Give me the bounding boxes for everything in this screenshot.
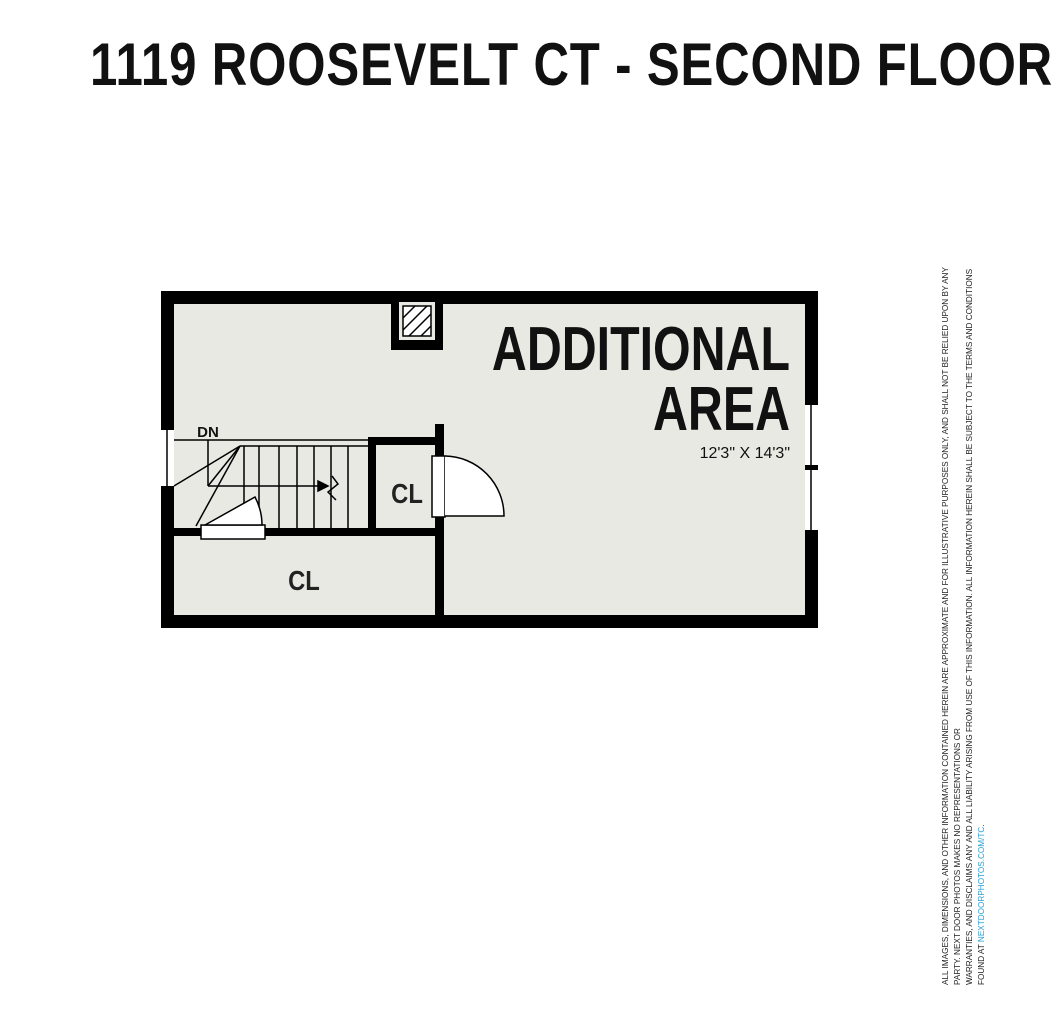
windows [161,405,818,530]
disclaimer: All images, dimensions, and other inform… [940,245,988,985]
stair-down-label: DN [197,424,219,441]
main-room-name-line2: AREA [653,374,790,443]
interior-walls [168,424,444,621]
main-room-dimensions: 12'3" X 14'3" [700,445,790,462]
floor-area [168,298,812,622]
terms-link[interactable]: nextdoorphotos.com/tc [977,826,986,943]
door-swings [200,455,505,540]
closet-label-large: CL [288,564,320,596]
page-title: 1119 ROOSEVELT CT - SECOND FLOOR [90,31,1053,98]
closet-label-small: CL [391,477,423,509]
main-room-name-line1: ADDITIONAL [492,314,790,383]
floor-plan: ADDITIONAL AREA 12'3" X 14'3" CL CL DN [161,291,818,628]
disclaimer-line-2: warranties, and disclaims any and all li… [964,245,988,985]
disclaimer-line-1: All images, dimensions, and other inform… [941,267,962,985]
disclaimer-period: . [977,824,986,827]
chimney [391,298,443,350]
